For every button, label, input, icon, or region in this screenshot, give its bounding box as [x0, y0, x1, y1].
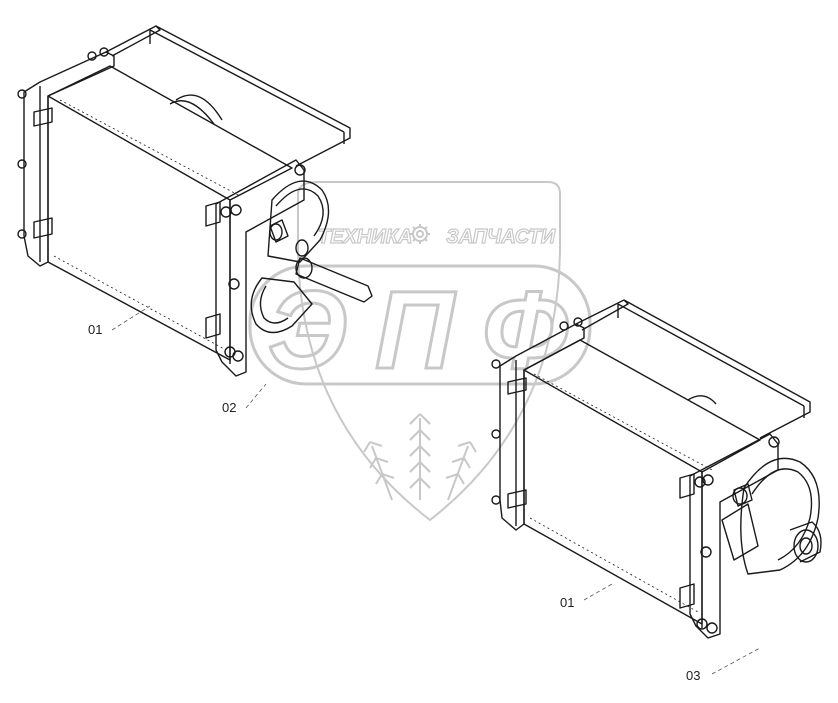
left-auger-cover [267, 180, 330, 263]
right-shaft [789, 521, 822, 563]
bolt-group [17, 47, 109, 239]
left-hook-part [250, 277, 313, 334]
callout-label-01-right: 01 [560, 595, 575, 610]
left-housing-body [47, 65, 293, 201]
left-assembly [17, 25, 373, 377]
watermark [248, 181, 592, 522]
wheat-icon [363, 413, 477, 501]
callout-label-01: 01 [88, 322, 103, 337]
callout-label-03: 03 [686, 668, 701, 683]
right-front-plate [689, 433, 779, 639]
right-assembly [491, 299, 822, 639]
watermark-text-left: ТЕХНИКА [318, 226, 412, 248]
bolt-group [694, 436, 780, 634]
right-auger-cover [740, 457, 820, 575]
left-rear-plate [23, 51, 115, 267]
callout-label-02: 02 [222, 400, 237, 415]
right-top-frame [575, 299, 811, 439]
left-top-frame [105, 25, 351, 167]
bolt-group [220, 164, 306, 362]
watermark-shield [297, 181, 561, 522]
leader-lines [111, 305, 761, 675]
watermark-text-right: ЗАПЧАСТИ [446, 226, 556, 248]
gear-icon [410, 224, 430, 244]
watermark-big-text: ЭПФ [268, 269, 568, 392]
bolt-group [491, 317, 583, 505]
